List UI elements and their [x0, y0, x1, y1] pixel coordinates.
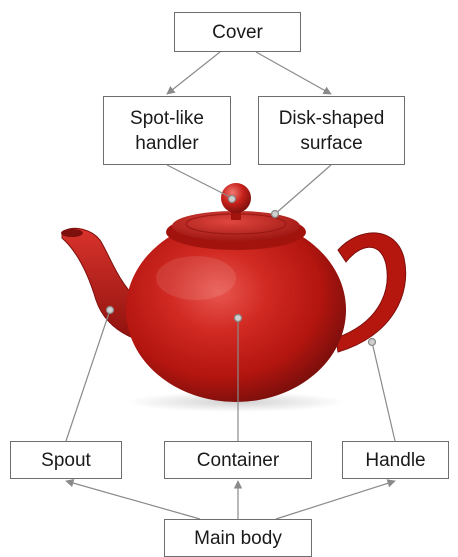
connector-cover-spot	[167, 52, 220, 94]
point-lid	[272, 211, 279, 218]
spout-label: Spout	[41, 448, 91, 473]
connector-disk-lid	[275, 165, 331, 214]
spout-label-box: Spout	[10, 441, 122, 479]
spot-handler-label-box: Spot-like handler	[103, 96, 231, 165]
point-knob	[229, 196, 236, 203]
container-label: Container	[197, 448, 279, 473]
connector-handle	[372, 342, 395, 441]
connector-cover-disk	[256, 52, 331, 94]
cover-label: Cover	[212, 20, 263, 45]
cover-label-box: Cover	[174, 12, 301, 52]
spout-opening	[61, 229, 83, 237]
point-container	[235, 315, 242, 322]
connector-main-spout	[66, 481, 200, 519]
disk-surface-label-line2: surface	[279, 131, 385, 156]
teapot-illustration	[61, 183, 406, 412]
connector-spout	[66, 310, 110, 441]
teapot-spout	[62, 228, 138, 340]
connector-main-handle	[276, 481, 395, 519]
spot-handler-label-line1: Spot-like	[130, 106, 204, 131]
handle-label-box: Handle	[342, 441, 449, 479]
lid-knob	[221, 183, 251, 213]
point-handle	[369, 339, 376, 346]
container-label-box: Container	[164, 441, 312, 479]
spot-handler-label-line2: handler	[130, 131, 204, 156]
main-body-label: Main body	[194, 526, 282, 551]
disk-surface-label-line1: Disk-shaped	[279, 106, 385, 131]
body-highlight	[156, 256, 236, 300]
connector-spot-knob	[167, 165, 232, 198]
point-spout	[107, 307, 114, 314]
teapot-handle	[336, 233, 406, 352]
main-body-label-box: Main body	[164, 519, 312, 557]
handle-label: Handle	[365, 448, 425, 473]
disk-surface-label-box: Disk-shaped surface	[258, 96, 405, 165]
